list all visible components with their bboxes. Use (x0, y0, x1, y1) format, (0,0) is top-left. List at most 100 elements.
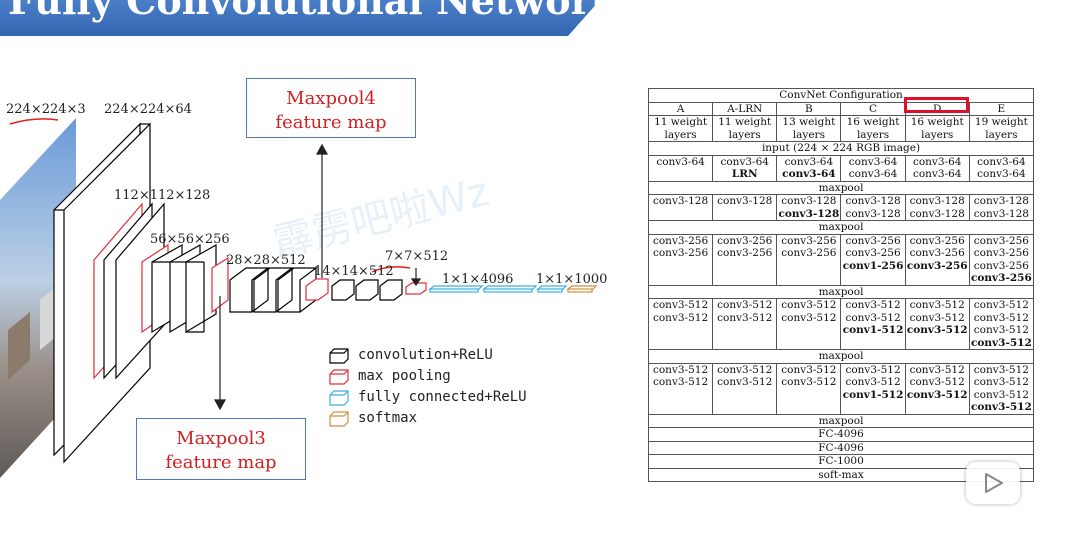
column-header: A-LRN (712, 101, 778, 116)
maxpool-row: maxpool (648, 349, 1034, 364)
legend-label: fully connected+ReLU (358, 389, 527, 405)
tail-row-cell: FC-4096 (648, 440, 1034, 455)
pool4-layer (305, 278, 329, 301)
cube-icon (329, 369, 349, 385)
dim-label: 112×112×128 (114, 188, 211, 203)
dim-label: 224×224×64 (104, 102, 192, 117)
column-header: B (776, 101, 842, 116)
maxpool-row-cell: maxpool (648, 284, 1034, 299)
dim-label: 1×1×1000 (536, 272, 608, 287)
cube-icon (329, 411, 349, 427)
pool5-layer (405, 282, 427, 295)
column-header: E (968, 101, 1035, 116)
tail-row-cell: FC-4096 (648, 427, 1034, 442)
play-button[interactable] (966, 462, 1020, 504)
legend-label: convolution+ReLU (358, 347, 493, 363)
pool3-layer (211, 256, 229, 314)
tail-row: FC-4096 (648, 440, 1034, 455)
maxpool3-callout: Maxpool3 feature map (136, 418, 306, 480)
callout-line: feature map (275, 112, 387, 133)
conv4-layer-b (253, 267, 294, 313)
maxpool-row: maxpool (648, 220, 1034, 235)
input-row: input (224 × 224 RGB image) (648, 141, 1034, 156)
dim-label: 1×1×4096 (442, 272, 514, 287)
conv3-layer-c (185, 243, 217, 334)
table-title: ConvNet Configuration (648, 88, 1034, 103)
tail-row: FC-4096 (648, 427, 1034, 442)
legend-label: softmax (358, 410, 418, 426)
table-title-cell: ConvNet Configuration (648, 88, 1034, 103)
cube-icon (329, 348, 349, 364)
dim-label: 224×224×3 (6, 102, 86, 117)
tail-row: soft-max (648, 467, 1034, 482)
callout-line: Maxpool3 (176, 428, 266, 449)
column-header: C (840, 101, 906, 116)
slide-title: Fully Convolutional Networks (8, 0, 639, 23)
conv5-layer-a (331, 279, 355, 301)
layer-cell: conv3-128 (647, 194, 714, 221)
tail-row-cell: soft-max (648, 467, 1034, 482)
callout-line: feature map (165, 452, 277, 473)
tail-row-cell: FC-1000 (648, 454, 1034, 469)
maxpool-row-cell: maxpool (648, 349, 1034, 364)
maxpool-row: maxpool (648, 180, 1034, 195)
play-icon (985, 473, 1003, 493)
callout-line: Maxpool4 (286, 88, 376, 109)
tail-row: FC-1000 (648, 454, 1034, 469)
cube-icon (329, 390, 349, 406)
maxpool4-callout: Maxpool4 feature map (246, 78, 416, 138)
conv5-layer-b (355, 279, 379, 301)
maxpool-row-cell: maxpool (648, 180, 1034, 195)
tail-row-cell: maxpool (648, 413, 1034, 428)
conv4-layer-c (277, 267, 318, 313)
maxpool-row: maxpool (648, 284, 1034, 299)
column-header: A (647, 101, 714, 116)
tail-row: maxpool (648, 413, 1034, 428)
title-banner (0, 0, 600, 36)
layer-cell: conv3-64 (647, 154, 714, 182)
vgg-network-diagram (0, 118, 598, 478)
dim-label: 56×56×256 (150, 232, 230, 247)
layer-cell: conv3-128 (712, 194, 778, 221)
dim-label: 7×7×512 (385, 249, 449, 264)
dim-label: 28×28×512 (226, 253, 306, 268)
maxpool-row-cell: maxpool (648, 220, 1034, 235)
conv5-layer-c (379, 279, 403, 301)
